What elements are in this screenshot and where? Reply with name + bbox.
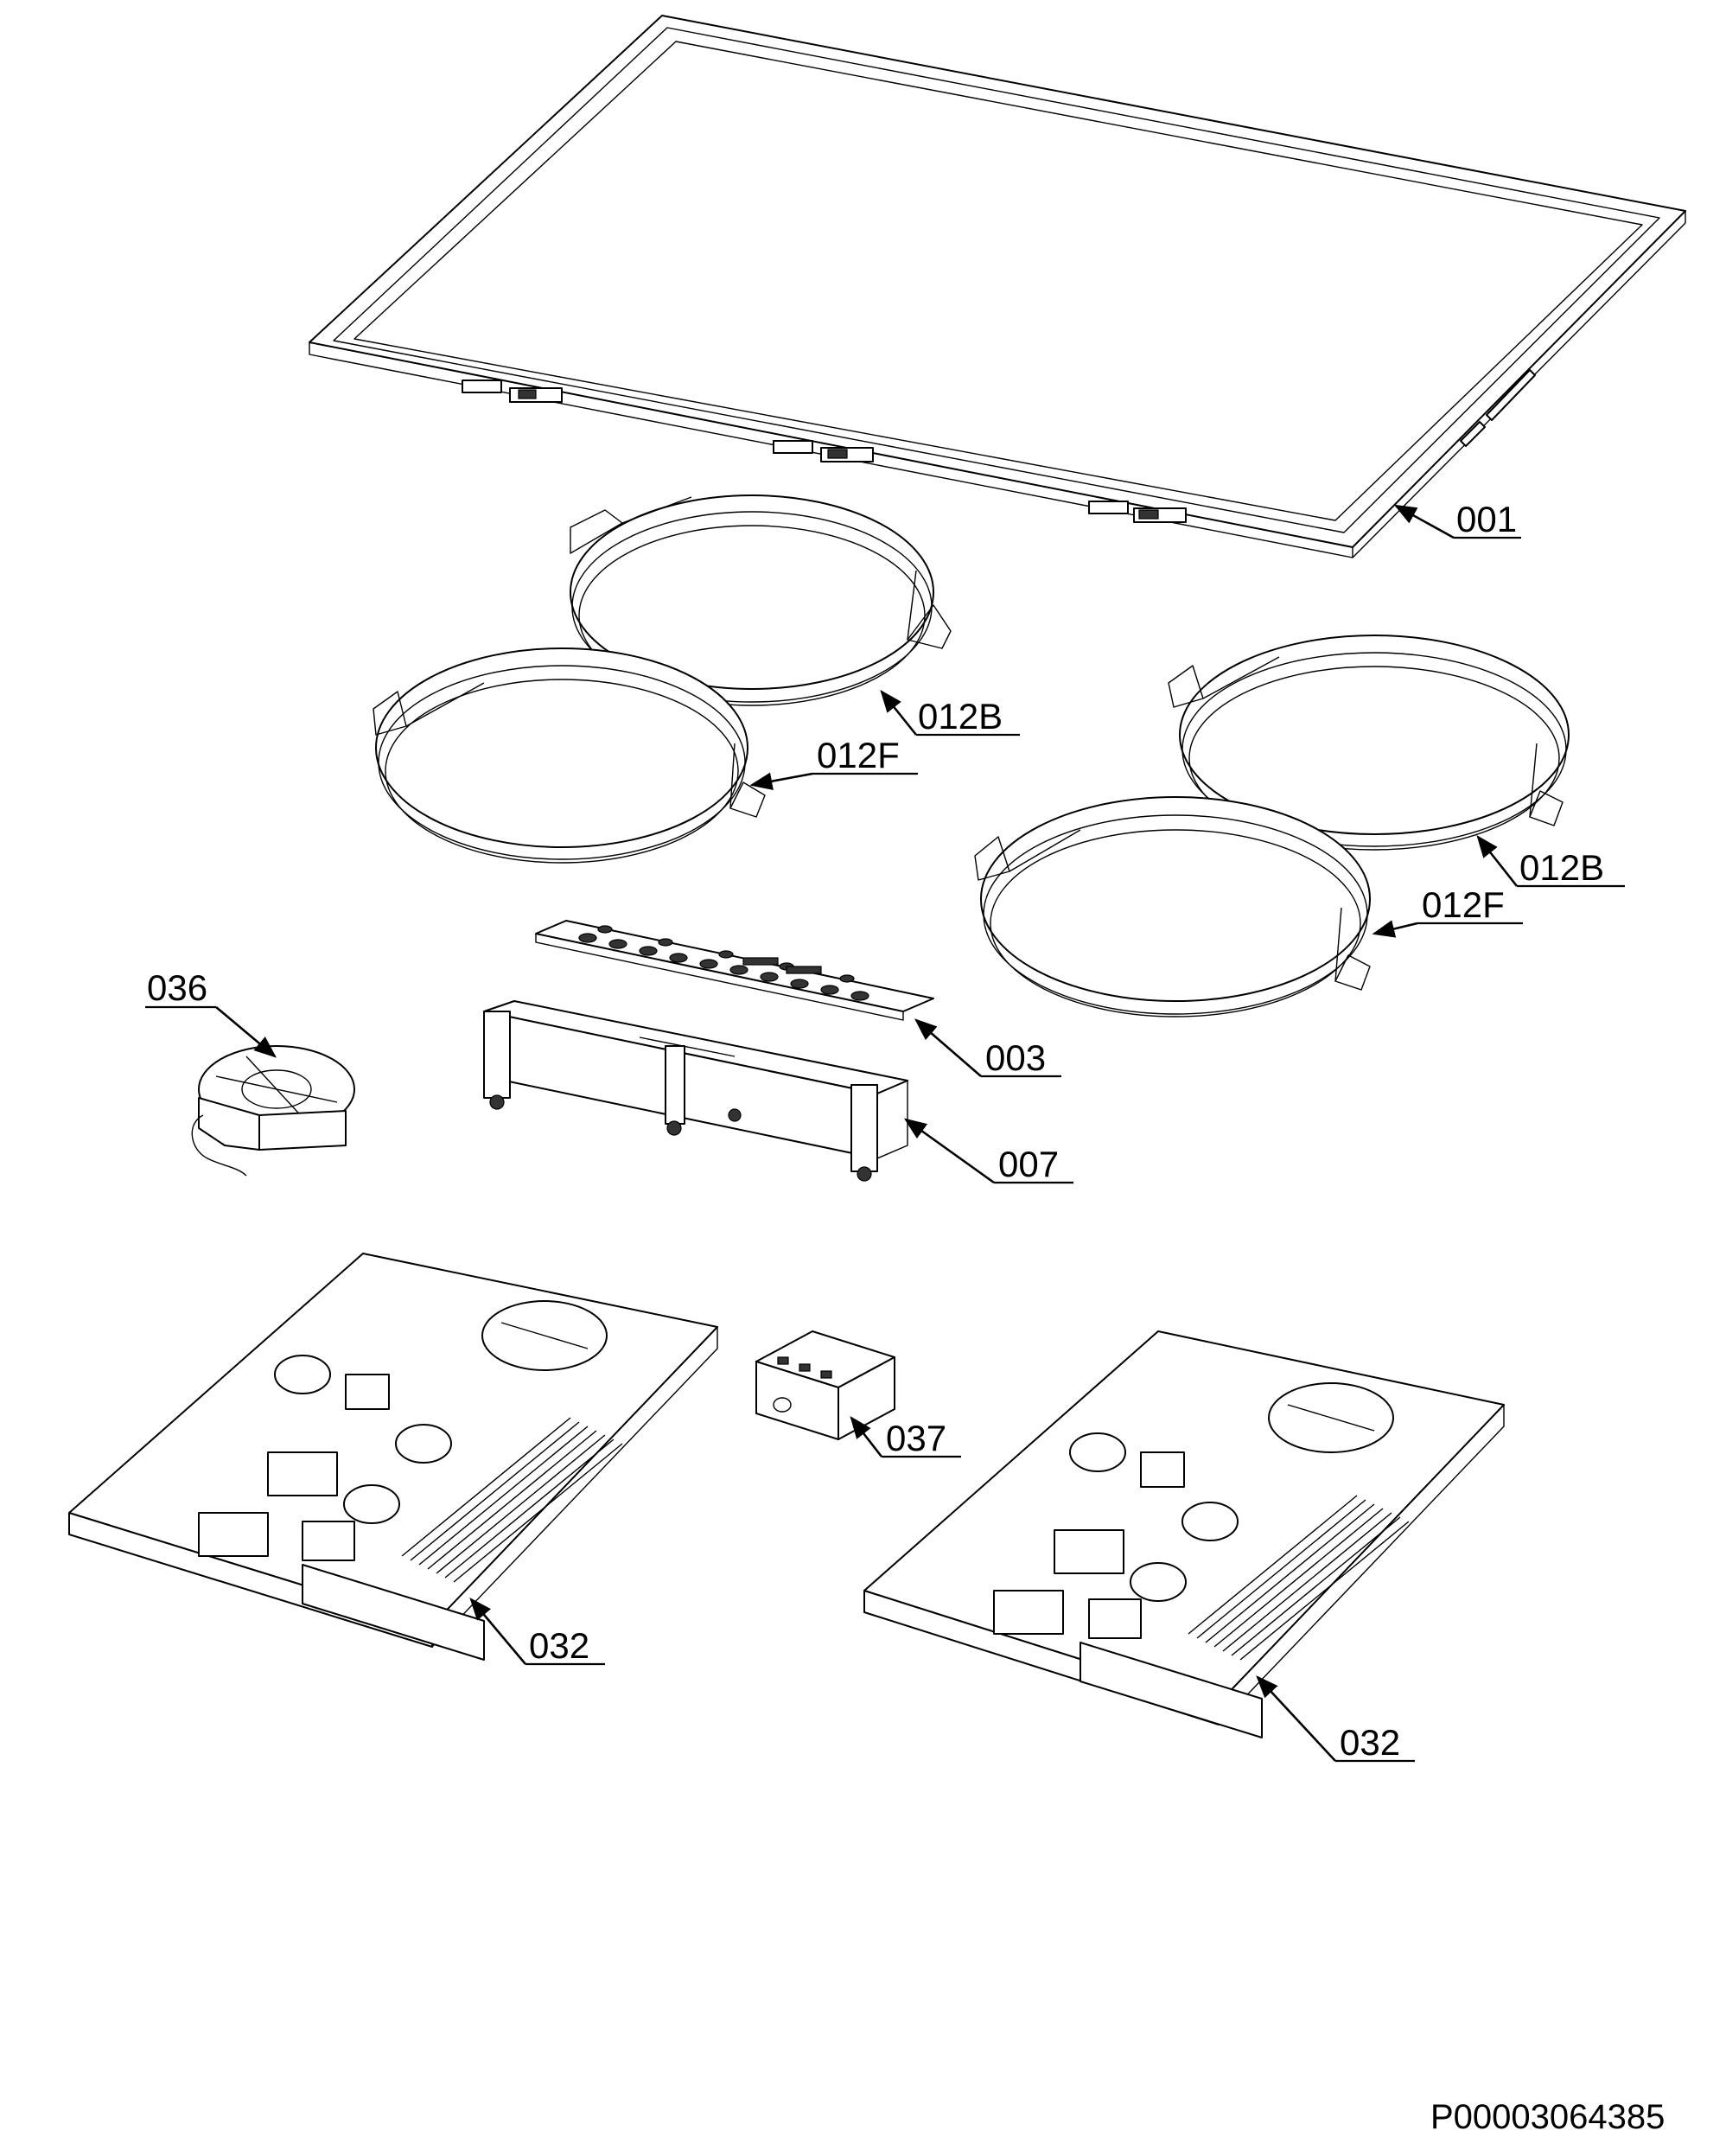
frame-clips xyxy=(462,369,1536,523)
cooling-fan-part-036 xyxy=(191,1045,355,1177)
power-module-right-part-032 xyxy=(863,1330,1505,1738)
glass-top-part-001 xyxy=(309,15,1686,558)
callout-032-left: 032 xyxy=(469,1598,605,1666)
callout-label-036: 036 xyxy=(147,967,207,1008)
document-id: P00003064385 xyxy=(1430,2098,1665,2136)
induction-coil-rear-right-012B xyxy=(1168,635,1570,851)
callout-label-037: 037 xyxy=(886,1418,946,1458)
callout-012B-right: 012B xyxy=(1476,834,1625,888)
callout-label-012F-right: 012F xyxy=(1422,884,1505,925)
callout-label-012F-left: 012F xyxy=(817,735,900,775)
callout-label-001: 001 xyxy=(1456,499,1517,539)
callout-012F-left: 012F xyxy=(749,735,918,790)
callout-label-032-right: 032 xyxy=(1340,1722,1400,1763)
induction-coil-rear-left-012B xyxy=(570,494,952,706)
heatsink-right xyxy=(1188,1495,1410,1661)
callout-003: 003 xyxy=(914,1018,1061,1078)
induction-coil-front-left-012F xyxy=(373,647,766,864)
callout-012B-left: 012B xyxy=(880,689,1020,737)
callout-001: 001 xyxy=(1393,499,1521,539)
filter-module-part-037 xyxy=(755,1330,895,1440)
heatsink-left xyxy=(401,1417,623,1583)
control-board-part-003 xyxy=(535,920,934,1021)
induction-coil-front-right-012F xyxy=(974,796,1371,1017)
callout-036: 036 xyxy=(145,967,277,1058)
callout-label-012B-left: 012B xyxy=(918,696,1003,737)
callout-037: 037 xyxy=(850,1415,961,1458)
power-module-left-part-032 xyxy=(68,1253,718,1661)
callout-label-032-left: 032 xyxy=(529,1625,589,1666)
callout-label-007: 007 xyxy=(998,1144,1059,1184)
callout-label-012B-right: 012B xyxy=(1519,847,1604,888)
callout-032-right: 032 xyxy=(1256,1675,1415,1763)
callout-007: 007 xyxy=(903,1118,1073,1184)
control-board-components xyxy=(578,925,869,1001)
callout-label-003: 003 xyxy=(985,1037,1046,1078)
callout-012F-right: 012F xyxy=(1372,884,1523,938)
board-carrier-part-007 xyxy=(483,1000,908,1182)
